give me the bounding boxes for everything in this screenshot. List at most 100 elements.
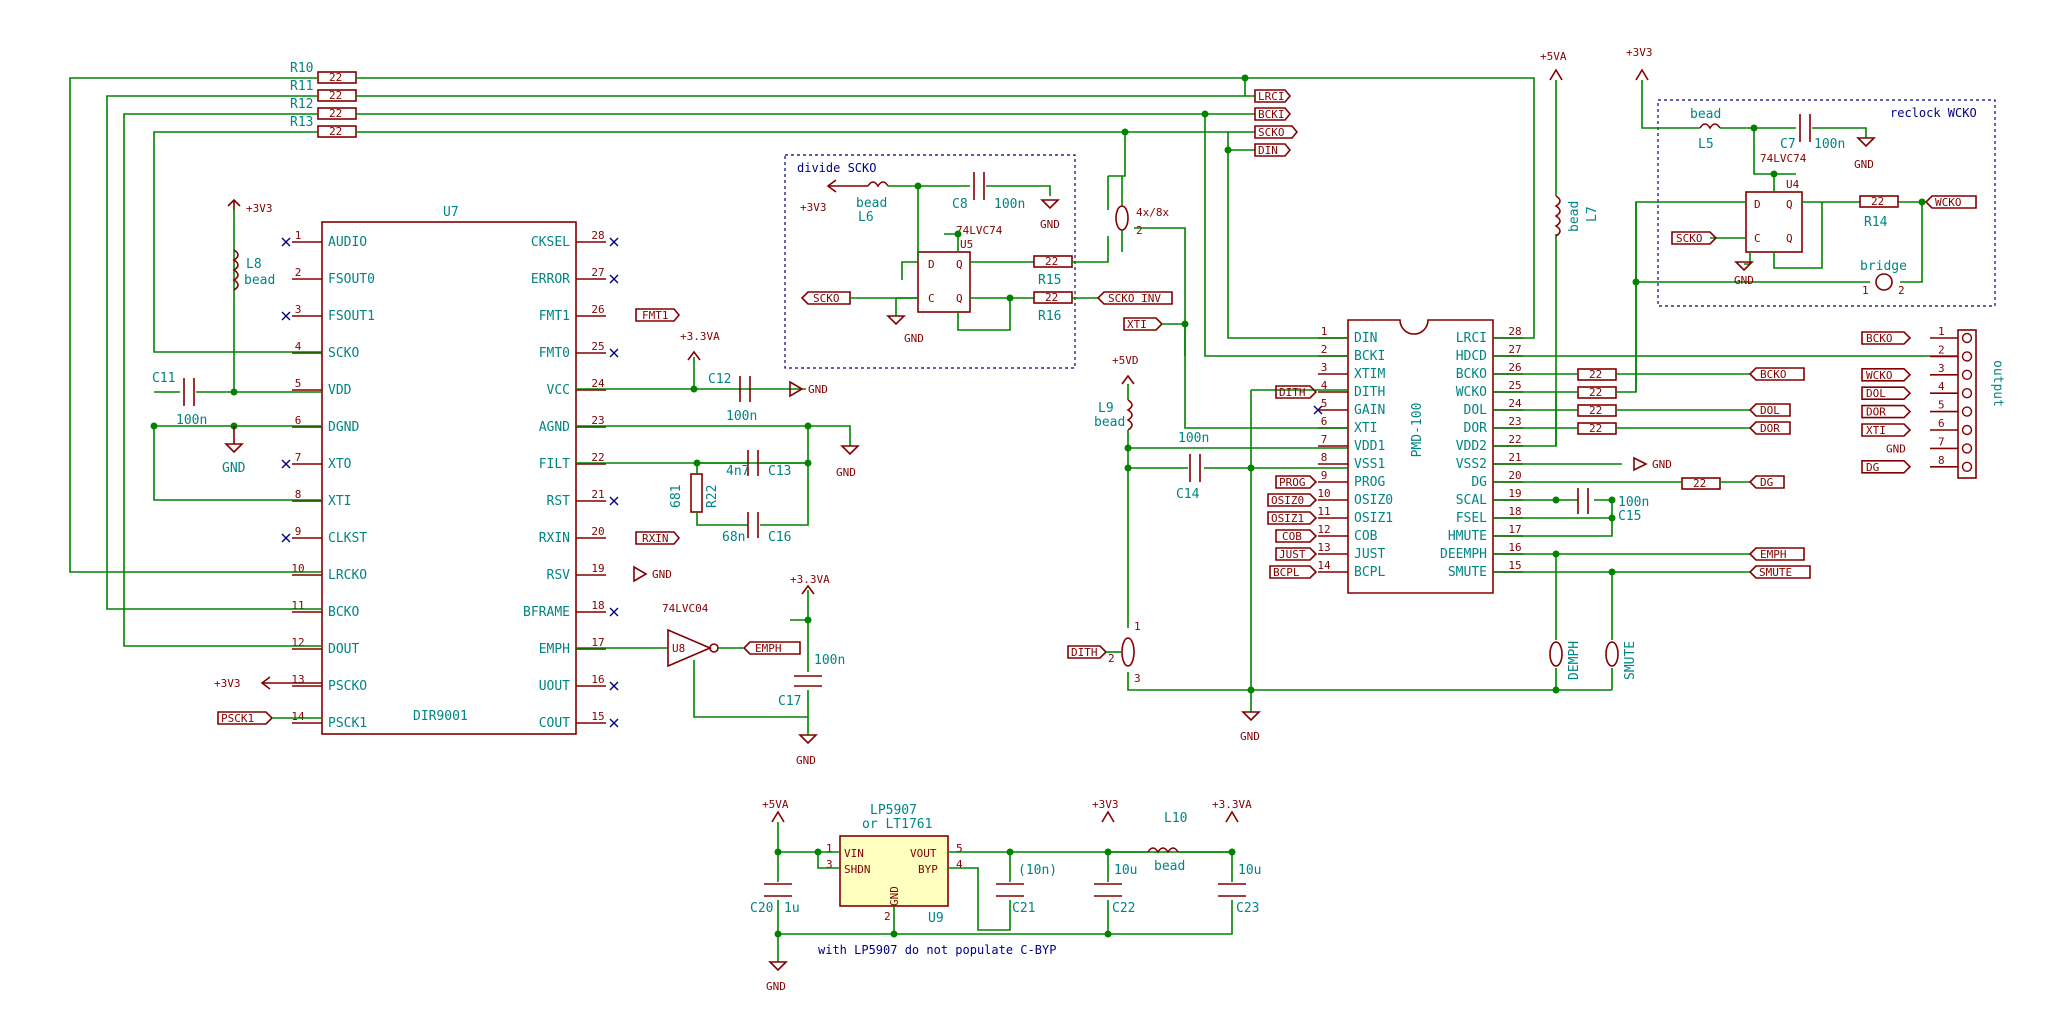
svg-text:OSIZ1: OSIZ1 <box>1271 512 1304 525</box>
connector-pin-2: 2 <box>1930 343 1973 362</box>
svg-text:9: 9 <box>295 525 302 538</box>
svg-text:4: 4 <box>1938 380 1945 393</box>
svg-text:6: 6 <box>1938 417 1945 430</box>
svg-text:16: 16 <box>1508 541 1521 554</box>
svg-text:1: 1 <box>1321 325 1328 338</box>
wire-r10-out <box>356 77 1535 339</box>
dith-pin3: 3 <box>1134 672 1141 685</box>
jumper-deemph <box>1549 641 1563 667</box>
svg-text:SMUTE: SMUTE <box>1759 566 1792 579</box>
svg-text:18: 18 <box>1508 505 1521 518</box>
u7-gnd: GND <box>222 461 246 476</box>
c22-ref: C22 <box>1112 901 1135 916</box>
jumper-4x8x <box>1115 205 1129 231</box>
svg-text:21: 21 <box>1508 451 1521 464</box>
label-rxin: RXIN <box>635 531 681 545</box>
label-lrci: LRCI <box>1254 89 1292 103</box>
r12-ref: R12 <box>290 97 313 112</box>
wire-lrcko <box>69 77 322 573</box>
svg-text:11: 11 <box>1317 505 1330 518</box>
l6-value: bead <box>856 196 887 211</box>
u7-pin-name: BCKO <box>328 605 359 620</box>
svg-text:15: 15 <box>591 710 604 723</box>
pmd100-pin-name: JUST <box>1354 547 1385 562</box>
pscko-power: +3V3 <box>214 677 241 690</box>
no-connect-mark <box>609 681 619 691</box>
l9-ref: L9 <box>1098 401 1114 416</box>
pmd100-value: PMD-100 <box>1410 403 1425 458</box>
r14-ref: R14 <box>1864 215 1888 230</box>
wire-vdd-u7 <box>153 210 322 501</box>
pmd100-pin-name: SCAL <box>1456 493 1487 508</box>
bead-l5 <box>1699 123 1721 130</box>
c23-ref: C23 <box>1236 901 1259 916</box>
u9-vout: VOUT <box>910 847 937 860</box>
dith-pin1: 1 <box>1134 620 1141 633</box>
c17-gnd: GND <box>796 754 816 767</box>
r11-value: 22 <box>329 89 342 102</box>
bead-l8 <box>232 249 239 291</box>
u7-pin-name: PSCKO <box>328 679 367 694</box>
svg-text:27: 27 <box>1508 343 1521 356</box>
svg-text:14: 14 <box>291 710 305 723</box>
pmd100-pin-name: OSIZ1 <box>1354 511 1393 526</box>
u9-pin4: 4 <box>956 858 963 871</box>
svg-text:PROG: PROG <box>1279 476 1306 489</box>
svg-text:SCKO: SCKO <box>813 292 840 305</box>
label-prog: PROG <box>1275 475 1318 489</box>
u9-in-power: +5VA <box>762 798 789 811</box>
label-smute-out: SMUTE <box>1748 565 1811 579</box>
label-bcpl: BCPL <box>1269 565 1318 579</box>
dg-res-value: 22 <box>1693 477 1706 490</box>
svg-text:19: 19 <box>1508 487 1521 500</box>
c15-ref: C15 <box>1618 509 1641 524</box>
pmd100-pin-name: VSS2 <box>1456 457 1487 472</box>
u9-shdn: SHDN <box>844 863 871 876</box>
bead-l7 <box>1554 195 1561 237</box>
u5-body <box>917 251 971 313</box>
c17-value: 100n <box>814 653 845 668</box>
c13-ref: C13 <box>768 464 791 479</box>
svg-text:9: 9 <box>1321 469 1328 482</box>
c15-value: 100n <box>1618 495 1649 510</box>
resistor-r22 <box>690 473 703 513</box>
pmd100-pin-name: WCKO <box>1456 385 1487 400</box>
wire-r13-out <box>356 131 1348 339</box>
c7-gnd: GND <box>1854 158 1874 171</box>
u7-pin-name: FSOUT1 <box>328 309 375 324</box>
svg-text:7: 7 <box>295 451 302 464</box>
svg-text:26: 26 <box>1508 361 1521 374</box>
c8-ref: C8 <box>952 197 968 212</box>
no-connect-mark <box>609 496 619 506</box>
u9-value2: or LT1761 <box>862 817 932 832</box>
svg-text:25: 25 <box>591 340 604 353</box>
svg-text:5: 5 <box>1938 399 1945 412</box>
u7-body <box>321 221 577 735</box>
c11-ref: C11 <box>152 371 175 386</box>
wire-bcko <box>106 95 322 610</box>
svg-text:16: 16 <box>591 673 604 686</box>
label-just: JUST <box>1275 547 1318 561</box>
r10-value: 22 <box>329 71 342 84</box>
label-scko-top: SCKO <box>1254 125 1299 139</box>
pmd100-pin-name: SMUTE <box>1448 565 1487 580</box>
bead-l10 <box>1147 847 1179 854</box>
label-emph-u8: EMPH <box>742 641 801 655</box>
pmd100-pin-name: VDD1 <box>1354 439 1385 454</box>
l8-power: +3V3 <box>246 202 273 215</box>
u7-pin-name: DOUT <box>328 642 359 657</box>
svg-text:DOR: DOR <box>1866 406 1886 419</box>
